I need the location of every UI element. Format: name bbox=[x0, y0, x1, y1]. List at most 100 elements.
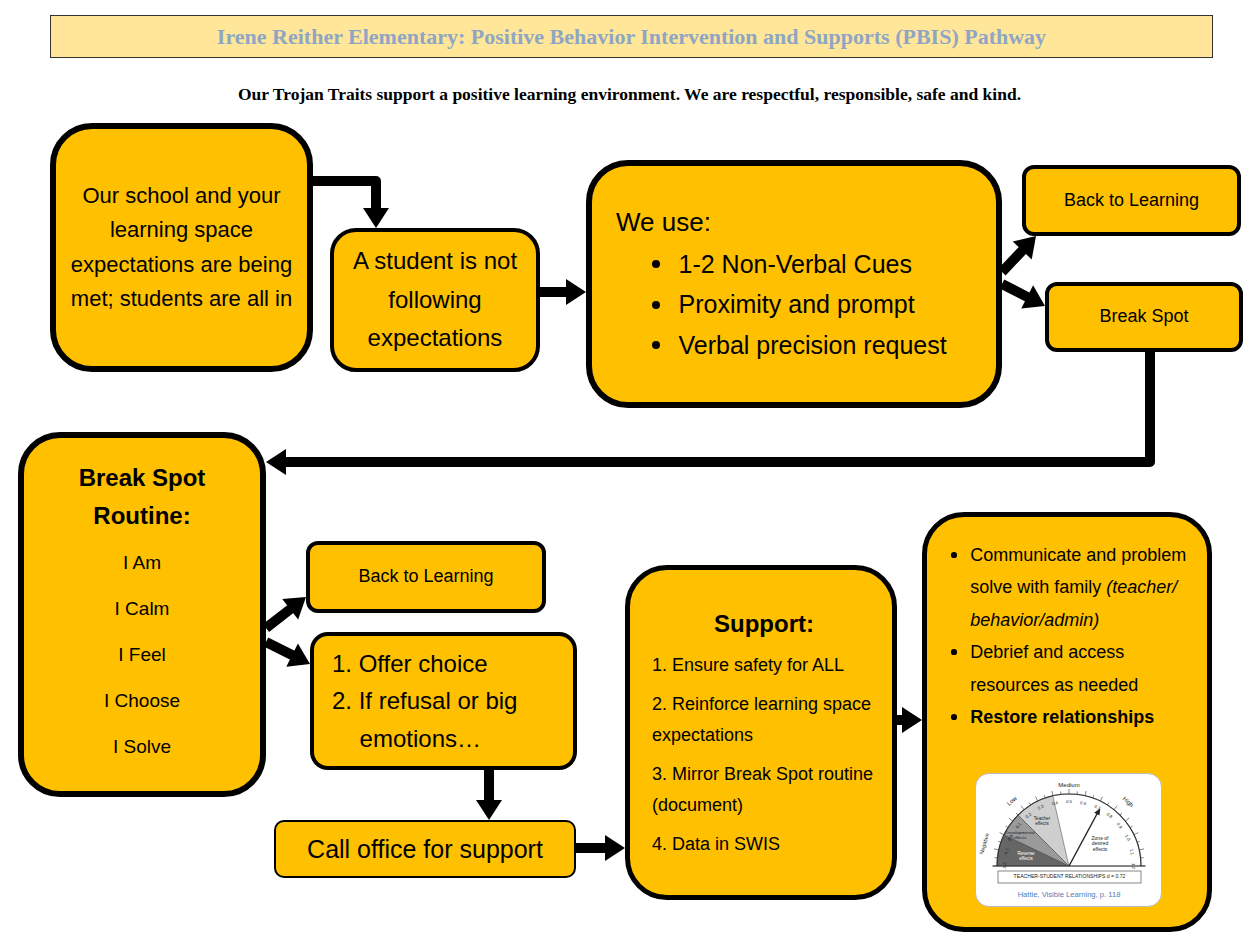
arrow-head bbox=[1013, 236, 1036, 259]
text-row: I Am bbox=[34, 540, 250, 586]
flow-arrow bbox=[576, 835, 625, 861]
subtitle-text: Our Trojan Traits support a positive lea… bbox=[0, 84, 1259, 105]
chart-label: Teacher effects bbox=[1030, 817, 1054, 827]
scale-tick bbox=[1021, 806, 1024, 810]
node-text: I Solve bbox=[113, 736, 171, 757]
chart-label: Negative bbox=[979, 833, 991, 855]
chart-label: TEACHER-STUDENT RELATIONSHIPS d = 0.72 bbox=[1014, 874, 1126, 879]
node-text: 1. Ensure safety for ALL bbox=[652, 655, 844, 675]
node-text: I Choose bbox=[104, 690, 180, 711]
chart-label: Low bbox=[1006, 795, 1018, 807]
title-band: Irene Reither Elementary: Positive Behav… bbox=[50, 15, 1213, 58]
chart-label: 1.1 bbox=[1128, 848, 1134, 855]
scale-tick bbox=[1009, 818, 1013, 821]
arrow-line bbox=[540, 287, 567, 297]
node-text: 2. Reinforce learning space expectations bbox=[652, 694, 871, 745]
text-row: I Calm bbox=[34, 586, 250, 632]
node-text: I Feel bbox=[118, 644, 166, 665]
text-row: 3. Mirror Break Spot routine (document) bbox=[652, 759, 876, 821]
node-text: Back to Learning bbox=[1064, 190, 1199, 210]
chart-label: 0.5 bbox=[1066, 800, 1072, 805]
outcome-box: Back to Learning bbox=[1022, 165, 1241, 236]
text-row: 2. If refusal or big emotions… bbox=[332, 682, 559, 756]
text-row: Restore relationships bbox=[945, 701, 1193, 733]
arrow-line bbox=[266, 642, 293, 656]
arrow-line bbox=[1002, 284, 1028, 297]
choice-box: 1. Offer choice2. If refusal or big emot… bbox=[310, 632, 577, 770]
node-text: 4. Data in SWIS bbox=[652, 834, 780, 854]
action-box: Call office for support bbox=[274, 820, 576, 878]
scale-tick bbox=[994, 849, 999, 850]
scale-tick bbox=[1125, 818, 1129, 821]
arrow-head bbox=[476, 800, 502, 820]
text-row: Call office for support bbox=[284, 833, 566, 866]
arrow-head bbox=[363, 208, 389, 228]
flow-arrow bbox=[266, 642, 310, 667]
text-row: 1-2 Non-Verbal Cues bbox=[644, 244, 973, 285]
arrow-line bbox=[576, 843, 606, 853]
text-row: I Feel bbox=[34, 632, 250, 678]
flow-arrow bbox=[266, 597, 306, 628]
text-row: Verbal precision request bbox=[644, 325, 973, 366]
chart-label: 1.2 bbox=[1131, 863, 1136, 869]
chart-label: -0.2 bbox=[1003, 862, 1008, 870]
text-row: We use: bbox=[616, 203, 972, 242]
text-row: Communicate and problem solve with famil… bbox=[945, 539, 1193, 636]
strategy-box: We use: 1-2 Non-Verbal CuesProximity and … bbox=[586, 160, 1002, 408]
outcome-box: Break Spot bbox=[1045, 282, 1243, 352]
chart-label: Hattie, Visible Learning, p. 118 bbox=[1018, 891, 1121, 899]
flow-arrow bbox=[1002, 284, 1045, 308]
routine-box: Break Spot Routine: I AmI Calm I Feel I Cho… bbox=[18, 432, 266, 797]
node-text: We use: bbox=[616, 207, 711, 237]
node-text: Proximity and prompt bbox=[679, 290, 915, 318]
text-row: Back to Learning bbox=[318, 565, 534, 588]
node-text: 3. Mirror Break Spot routine (document) bbox=[652, 764, 873, 815]
text-row: A student is not following expectations bbox=[344, 242, 526, 357]
node-text: 1-2 Non-Verbal Cues bbox=[679, 250, 912, 278]
support-box: Support: 1. Ensure safety for ALL 2. Reinf… bbox=[625, 565, 897, 900]
node-text: Break Spot bbox=[1099, 306, 1188, 326]
flow-arrow bbox=[313, 181, 389, 228]
text-row: Proximity and prompt bbox=[644, 284, 973, 325]
node-text: Restore relationships bbox=[970, 707, 1154, 727]
arrow-line bbox=[1002, 250, 1023, 272]
chart-label: Medium bbox=[1058, 782, 1079, 788]
chart-label: Reverse effects bbox=[1011, 852, 1041, 862]
arrow-head bbox=[605, 835, 625, 861]
barometer-chart: MediumLowHighNegative-0.2-0.10.00.10.20.… bbox=[975, 773, 1162, 907]
node-text: Verbal precision request bbox=[679, 331, 947, 359]
text-row: Back to Learning bbox=[1034, 189, 1229, 212]
node-text: 2. If refusal or big emotions… bbox=[332, 687, 517, 751]
chart-label: Developmental effects bbox=[1005, 831, 1035, 840]
zone-sector bbox=[1053, 794, 1141, 866]
text-row: I Solve bbox=[34, 724, 250, 770]
text-row: Our school and your learning space expec… bbox=[70, 179, 293, 315]
chart-label: -0.1 bbox=[1003, 848, 1009, 856]
scale-tick bbox=[1069, 789, 1070, 794]
chart-label: 0.6 bbox=[1080, 801, 1087, 807]
text-row: Support: bbox=[652, 605, 876, 642]
arrow-head bbox=[566, 279, 586, 305]
node-text: Our school and your learning space expec… bbox=[71, 183, 292, 310]
outcome-box: Back to Learning bbox=[306, 541, 546, 613]
text-row: Break Spot Routine: bbox=[67, 459, 217, 533]
node-text: Back to Learning bbox=[358, 566, 493, 586]
arrow-line bbox=[313, 181, 376, 209]
node-text: Break Spot Routine: bbox=[79, 464, 206, 528]
chart-label: 0.4 bbox=[1051, 801, 1058, 807]
arrow-line bbox=[266, 609, 291, 628]
text-row: 1. Ensure safety for ALL bbox=[652, 650, 876, 681]
status-box: Our school and your learning space expec… bbox=[50, 123, 313, 372]
flow-arrow bbox=[897, 707, 922, 733]
flow-arrow bbox=[476, 770, 502, 820]
scale-tick bbox=[1085, 791, 1086, 796]
scale-tick bbox=[1052, 791, 1053, 796]
node-text: Debrief and access resources as needed bbox=[970, 642, 1138, 694]
scale-tick bbox=[1114, 806, 1117, 810]
flow-arrow bbox=[1002, 236, 1036, 272]
text-row: Break Spot bbox=[1057, 305, 1231, 328]
barometer-drawing bbox=[976, 774, 1162, 907]
node-text: A student is not following expectations bbox=[353, 247, 517, 351]
arrow-head bbox=[266, 449, 286, 475]
